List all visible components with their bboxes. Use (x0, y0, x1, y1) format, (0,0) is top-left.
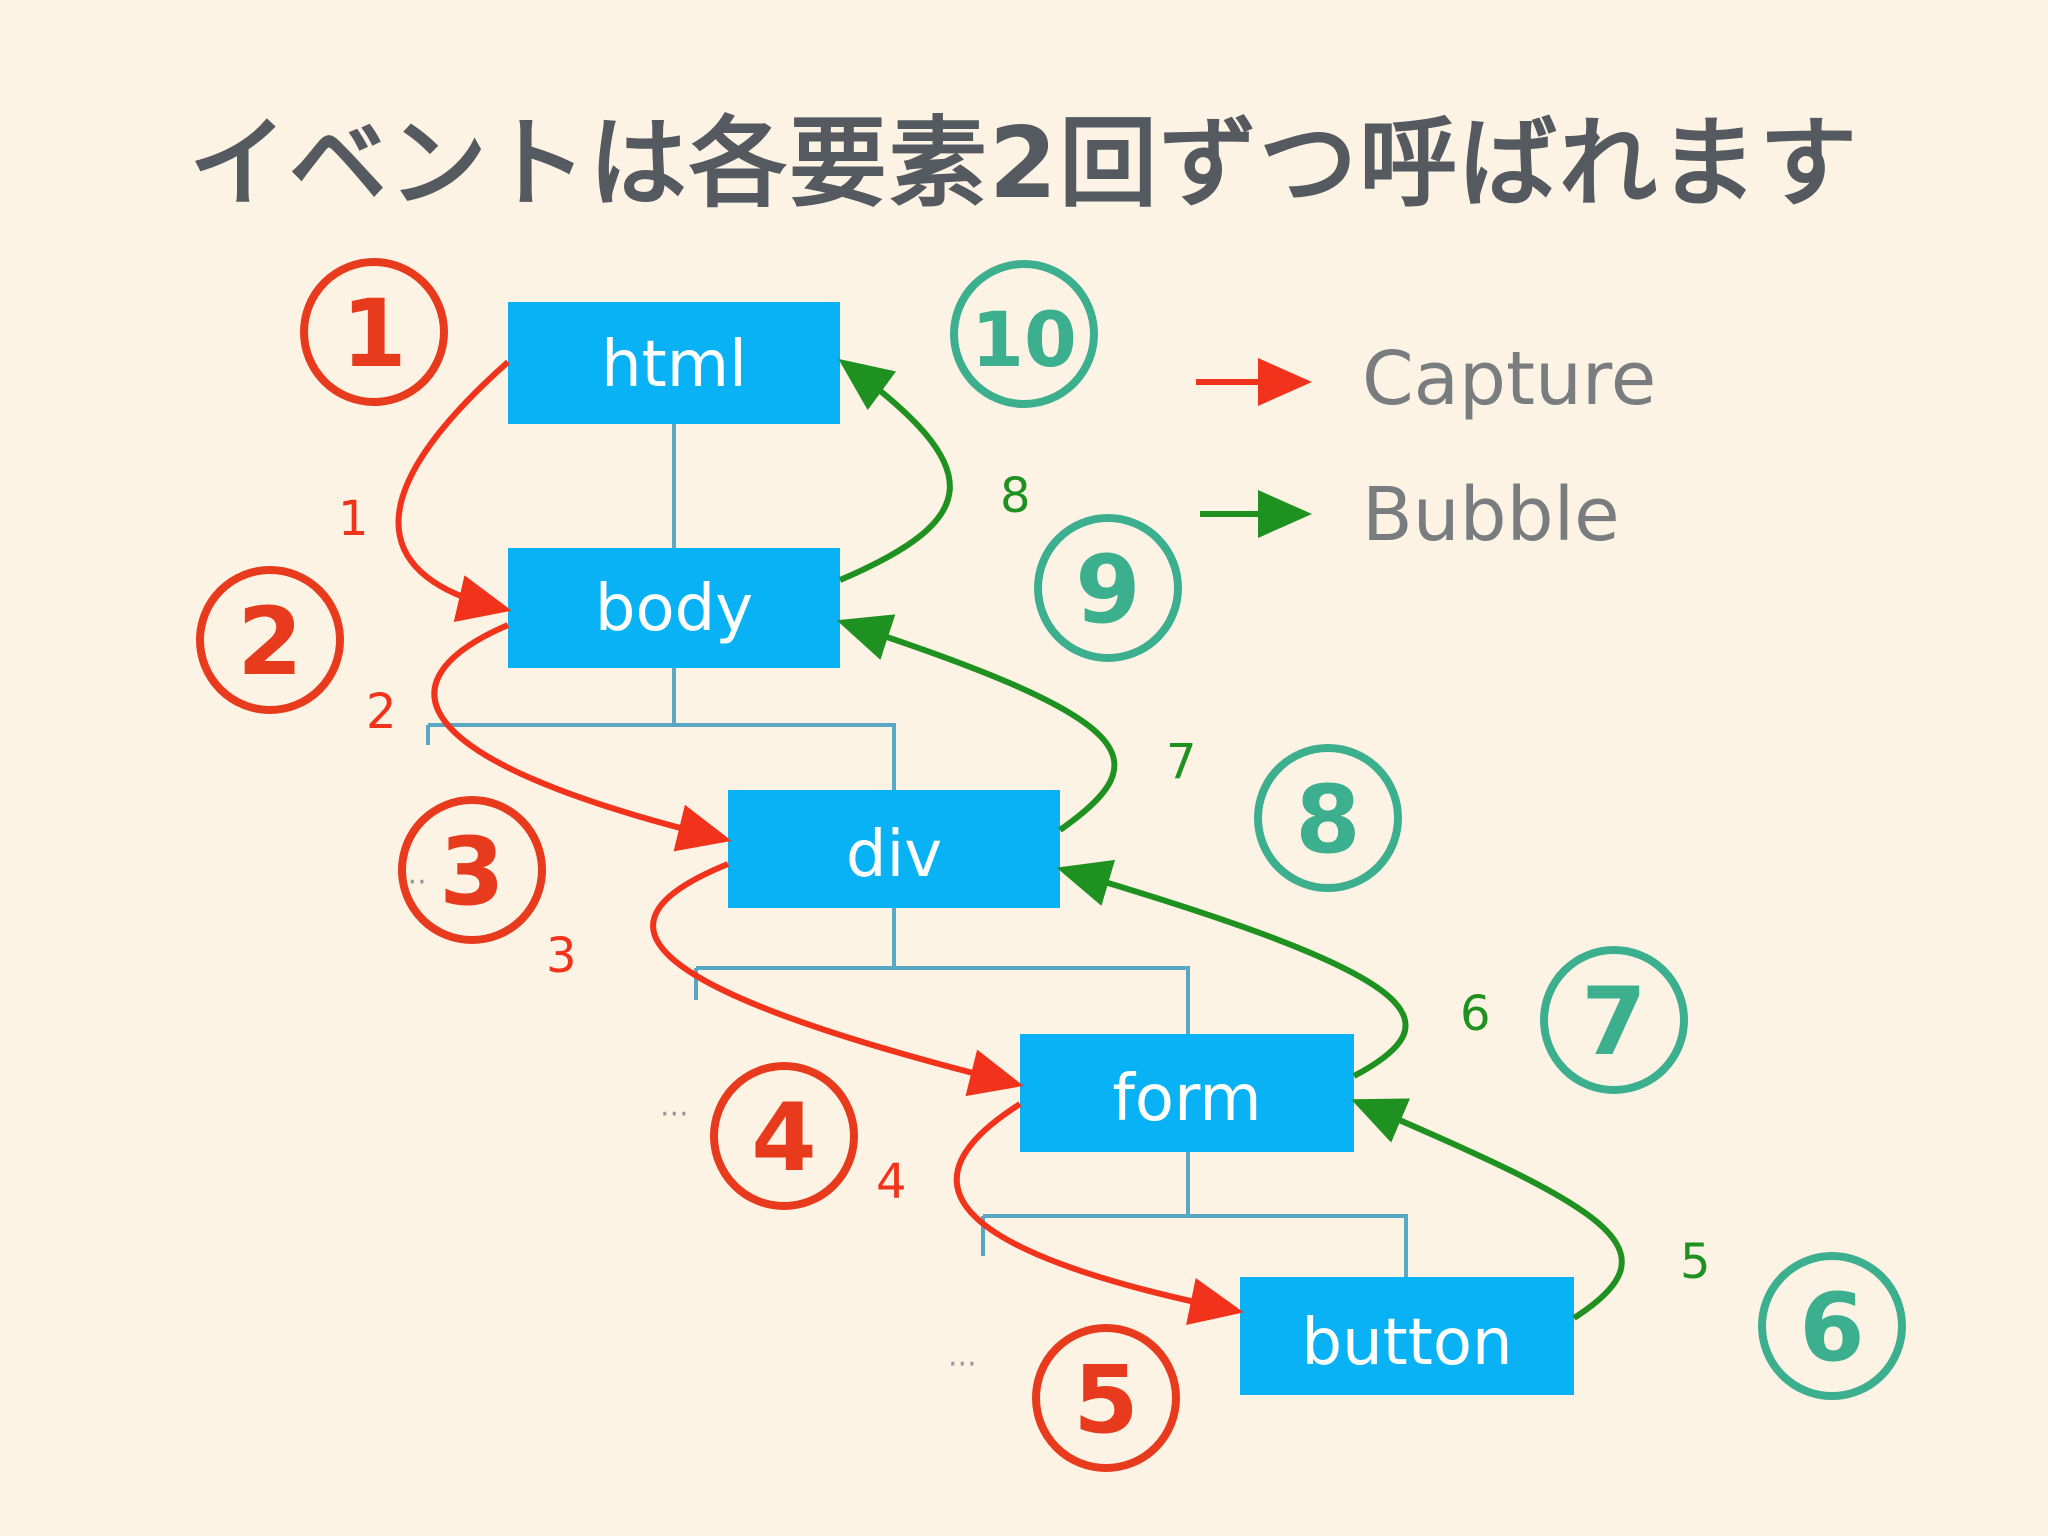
capture-arrow-3 (650, 861, 1024, 1097)
legend-bubble-label: Bubble (1362, 472, 1620, 558)
svg-text:4: 4 (751, 1084, 816, 1193)
bubble-edge-number-8: 8 (1000, 468, 1031, 524)
svg-text:5: 5 (1073, 1346, 1138, 1455)
legend: Capture Bubble (1196, 336, 1656, 558)
bubble-arrow-8 (838, 358, 953, 583)
capture-arrow-1 (395, 359, 512, 622)
svg-text:10: 10 (971, 295, 1077, 384)
svg-text:1: 1 (341, 280, 406, 389)
bubble-step-7: 7 (1540, 946, 1688, 1094)
capture-step-5: 5 (1032, 1324, 1180, 1472)
ellipsis-mark: ··· (948, 1347, 977, 1382)
bubble-step-8: 8 (1254, 744, 1402, 892)
node-div-label: div (846, 818, 942, 892)
node-body-label: body (595, 572, 753, 646)
capture-arrow-2 (431, 622, 732, 852)
ellipsis-mark: ··· (660, 1097, 689, 1132)
legend-capture-label: Capture (1362, 336, 1656, 422)
capture-edge-number-4: 4 (876, 1154, 907, 1210)
capture-step-2: 2 (196, 566, 344, 714)
bubble-arrow-6 (1056, 859, 1409, 1079)
svg-text:7: 7 (1581, 968, 1646, 1077)
svg-text:8: 8 (1295, 766, 1360, 875)
page-title: イベントは各要素2回ずつ呼ばれます (188, 107, 1860, 221)
svg-text:2: 2 (237, 588, 302, 697)
capture-edge-number-1: 1 (338, 491, 369, 547)
capture-step-4: 4 (710, 1062, 858, 1210)
capture-step-3: 3 (398, 796, 546, 944)
tree-lines (426, 424, 1408, 1277)
node-button: button (1240, 1277, 1574, 1395)
bubble-step-6: 6 (1758, 1252, 1906, 1400)
bubble-step-10: 10 (950, 260, 1098, 408)
capture-arrow-4 (953, 1101, 1244, 1326)
capture-edge-number-3: 3 (546, 928, 577, 984)
node-div: div (728, 790, 1060, 908)
node-html-label: html (601, 328, 747, 402)
node-html: html (508, 302, 840, 424)
bubble-arrow-7 (836, 614, 1118, 833)
capture-edge-number-2: 2 (366, 684, 397, 740)
legend-capture: Capture (1196, 336, 1656, 422)
node-form: form (1020, 1034, 1354, 1152)
bubble-arrow-5 (1350, 1098, 1625, 1321)
bubble-edge-number-7: 7 (1166, 734, 1197, 790)
svg-text:3: 3 (439, 818, 504, 927)
capture-step-1: 1 (300, 258, 448, 406)
svg-text:9: 9 (1075, 536, 1140, 645)
node-body: body (508, 548, 840, 668)
bubble-edge-number-6: 6 (1460, 986, 1491, 1042)
legend-bubble: Bubble (1200, 472, 1620, 558)
node-form-label: form (1112, 1062, 1261, 1136)
bubble-arrows (836, 358, 1625, 1321)
bubble-step-9: 9 (1034, 514, 1182, 662)
node-button-label: button (1301, 1306, 1512, 1380)
svg-text:6: 6 (1799, 1274, 1864, 1383)
capture-arrows (395, 359, 1244, 1326)
bubble-edge-number-5: 5 (1680, 1234, 1711, 1290)
